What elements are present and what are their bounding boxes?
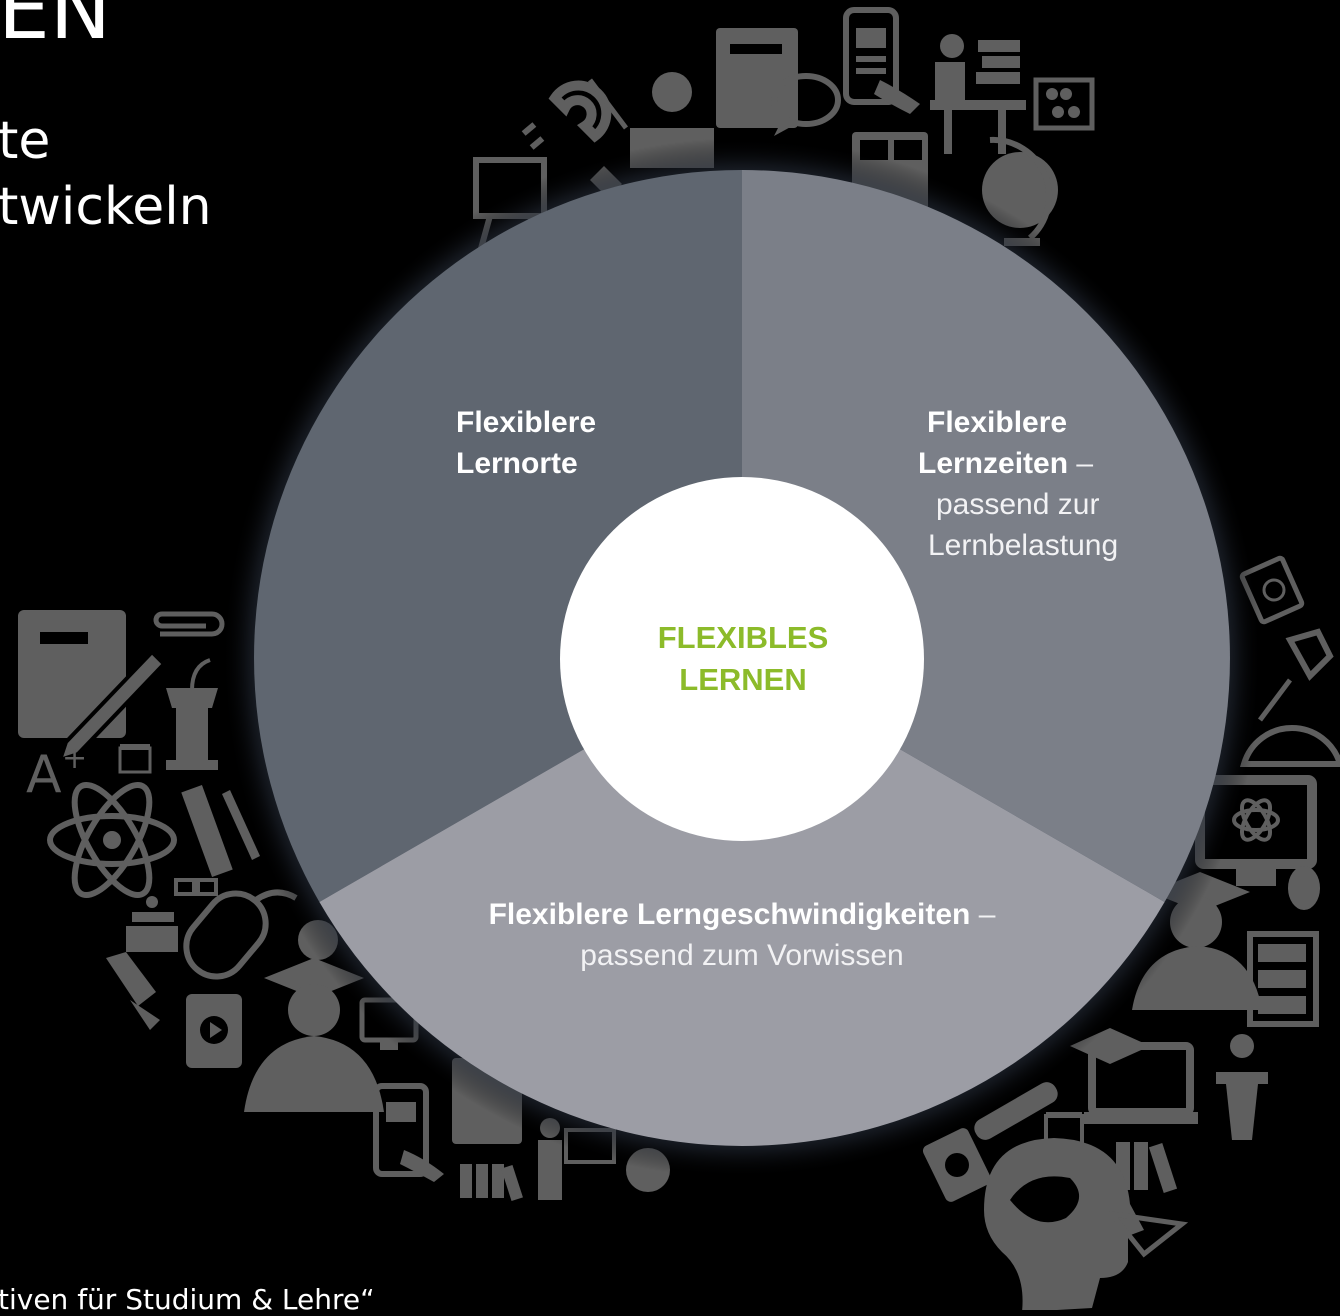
- book-icon: [716, 28, 798, 128]
- ruler-icon: [181, 784, 260, 878]
- chat-icon: [771, 73, 841, 136]
- graduate-icon: [244, 958, 384, 1112]
- protractor-icon: [1239, 725, 1340, 767]
- laptop-icon: [1070, 1028, 1198, 1124]
- intro-line-1: te: [0, 111, 51, 171]
- label-lerngeschwindigkeiten: Flexiblere Lerngeschwindigkeiten – passe…: [442, 894, 1042, 976]
- label-lerngeschwindigkeiten-line-1: Flexiblere Lerngeschwindigkeiten: [488, 898, 971, 931]
- label-lernzeiten-line-2: Lernzeiten: [918, 447, 1069, 480]
- label-lernorte: Flexiblere Lernorte: [456, 402, 596, 484]
- bookshelf-icon: [460, 1164, 523, 1202]
- intro-text: te twickeln: [0, 108, 212, 240]
- label-lernorte-line-2: Lernorte: [456, 447, 578, 480]
- lectern-icon: [166, 658, 218, 770]
- notebook-pencil-icon: [18, 610, 167, 764]
- classroom-icon: [126, 896, 178, 952]
- diploma-icon: [974, 1082, 1058, 1140]
- label-lernzeiten: Flexiblere Lernzeiten – passend zur Lern…: [918, 402, 1118, 566]
- student-desk-icon: [930, 34, 1026, 154]
- label-lernorte-line-1: Flexiblere: [456, 406, 597, 439]
- phone-icon: [373, 1083, 444, 1182]
- label-lernzeiten-dash: –: [1068, 447, 1094, 480]
- center-circle: [560, 477, 924, 841]
- label-lernzeiten-line-4: Lernbelastung: [928, 529, 1119, 562]
- bookshelf-icon: [1116, 1142, 1178, 1193]
- glasses-icon: [174, 878, 218, 896]
- pushpin-icon: [1258, 628, 1334, 722]
- svg-text:A: A: [26, 745, 62, 805]
- atom-icon: [47, 781, 177, 899]
- brain-head-icon: [984, 1138, 1144, 1310]
- center-label: FLEXIBLES LERNEN: [600, 617, 886, 701]
- svg-text:+: +: [62, 741, 87, 776]
- phone-icon: [843, 7, 920, 114]
- lectern-icon: [1216, 1034, 1268, 1140]
- label-lernzeiten-line-3: passend zur: [936, 488, 1100, 521]
- triangle-ruler-icon: [1106, 1210, 1189, 1258]
- label-lerngeschwindigkeiten-line-2: passend zum Vorwissen: [580, 939, 904, 972]
- tablet-icon: [922, 1128, 992, 1202]
- center-label-line-2: LERNEN: [679, 662, 807, 697]
- tablet-icon: [186, 994, 242, 1068]
- label-lernzeiten-line-1: Flexiblere: [927, 406, 1068, 439]
- page-title: EN: [0, 0, 112, 58]
- a-plus-icon: A +: [26, 741, 87, 805]
- magnet-icon: [521, 80, 612, 150]
- center-label-line-1: FLEXIBLES: [657, 620, 829, 655]
- abacus-icon: [1033, 77, 1095, 131]
- segment-lerngeschwindigkeiten: [319, 658, 1165, 1146]
- calendar-icon: [118, 744, 152, 774]
- paperclip-icon: [153, 611, 225, 637]
- pen-nib-icon: [106, 952, 160, 1030]
- label-lerngeschwindigkeiten-dash: –: [970, 898, 996, 931]
- intro-line-2: twickeln: [0, 177, 212, 237]
- footer-text: tiven für Studium & Lehre“: [0, 1283, 375, 1316]
- bookshelf-icon: [1247, 931, 1319, 1027]
